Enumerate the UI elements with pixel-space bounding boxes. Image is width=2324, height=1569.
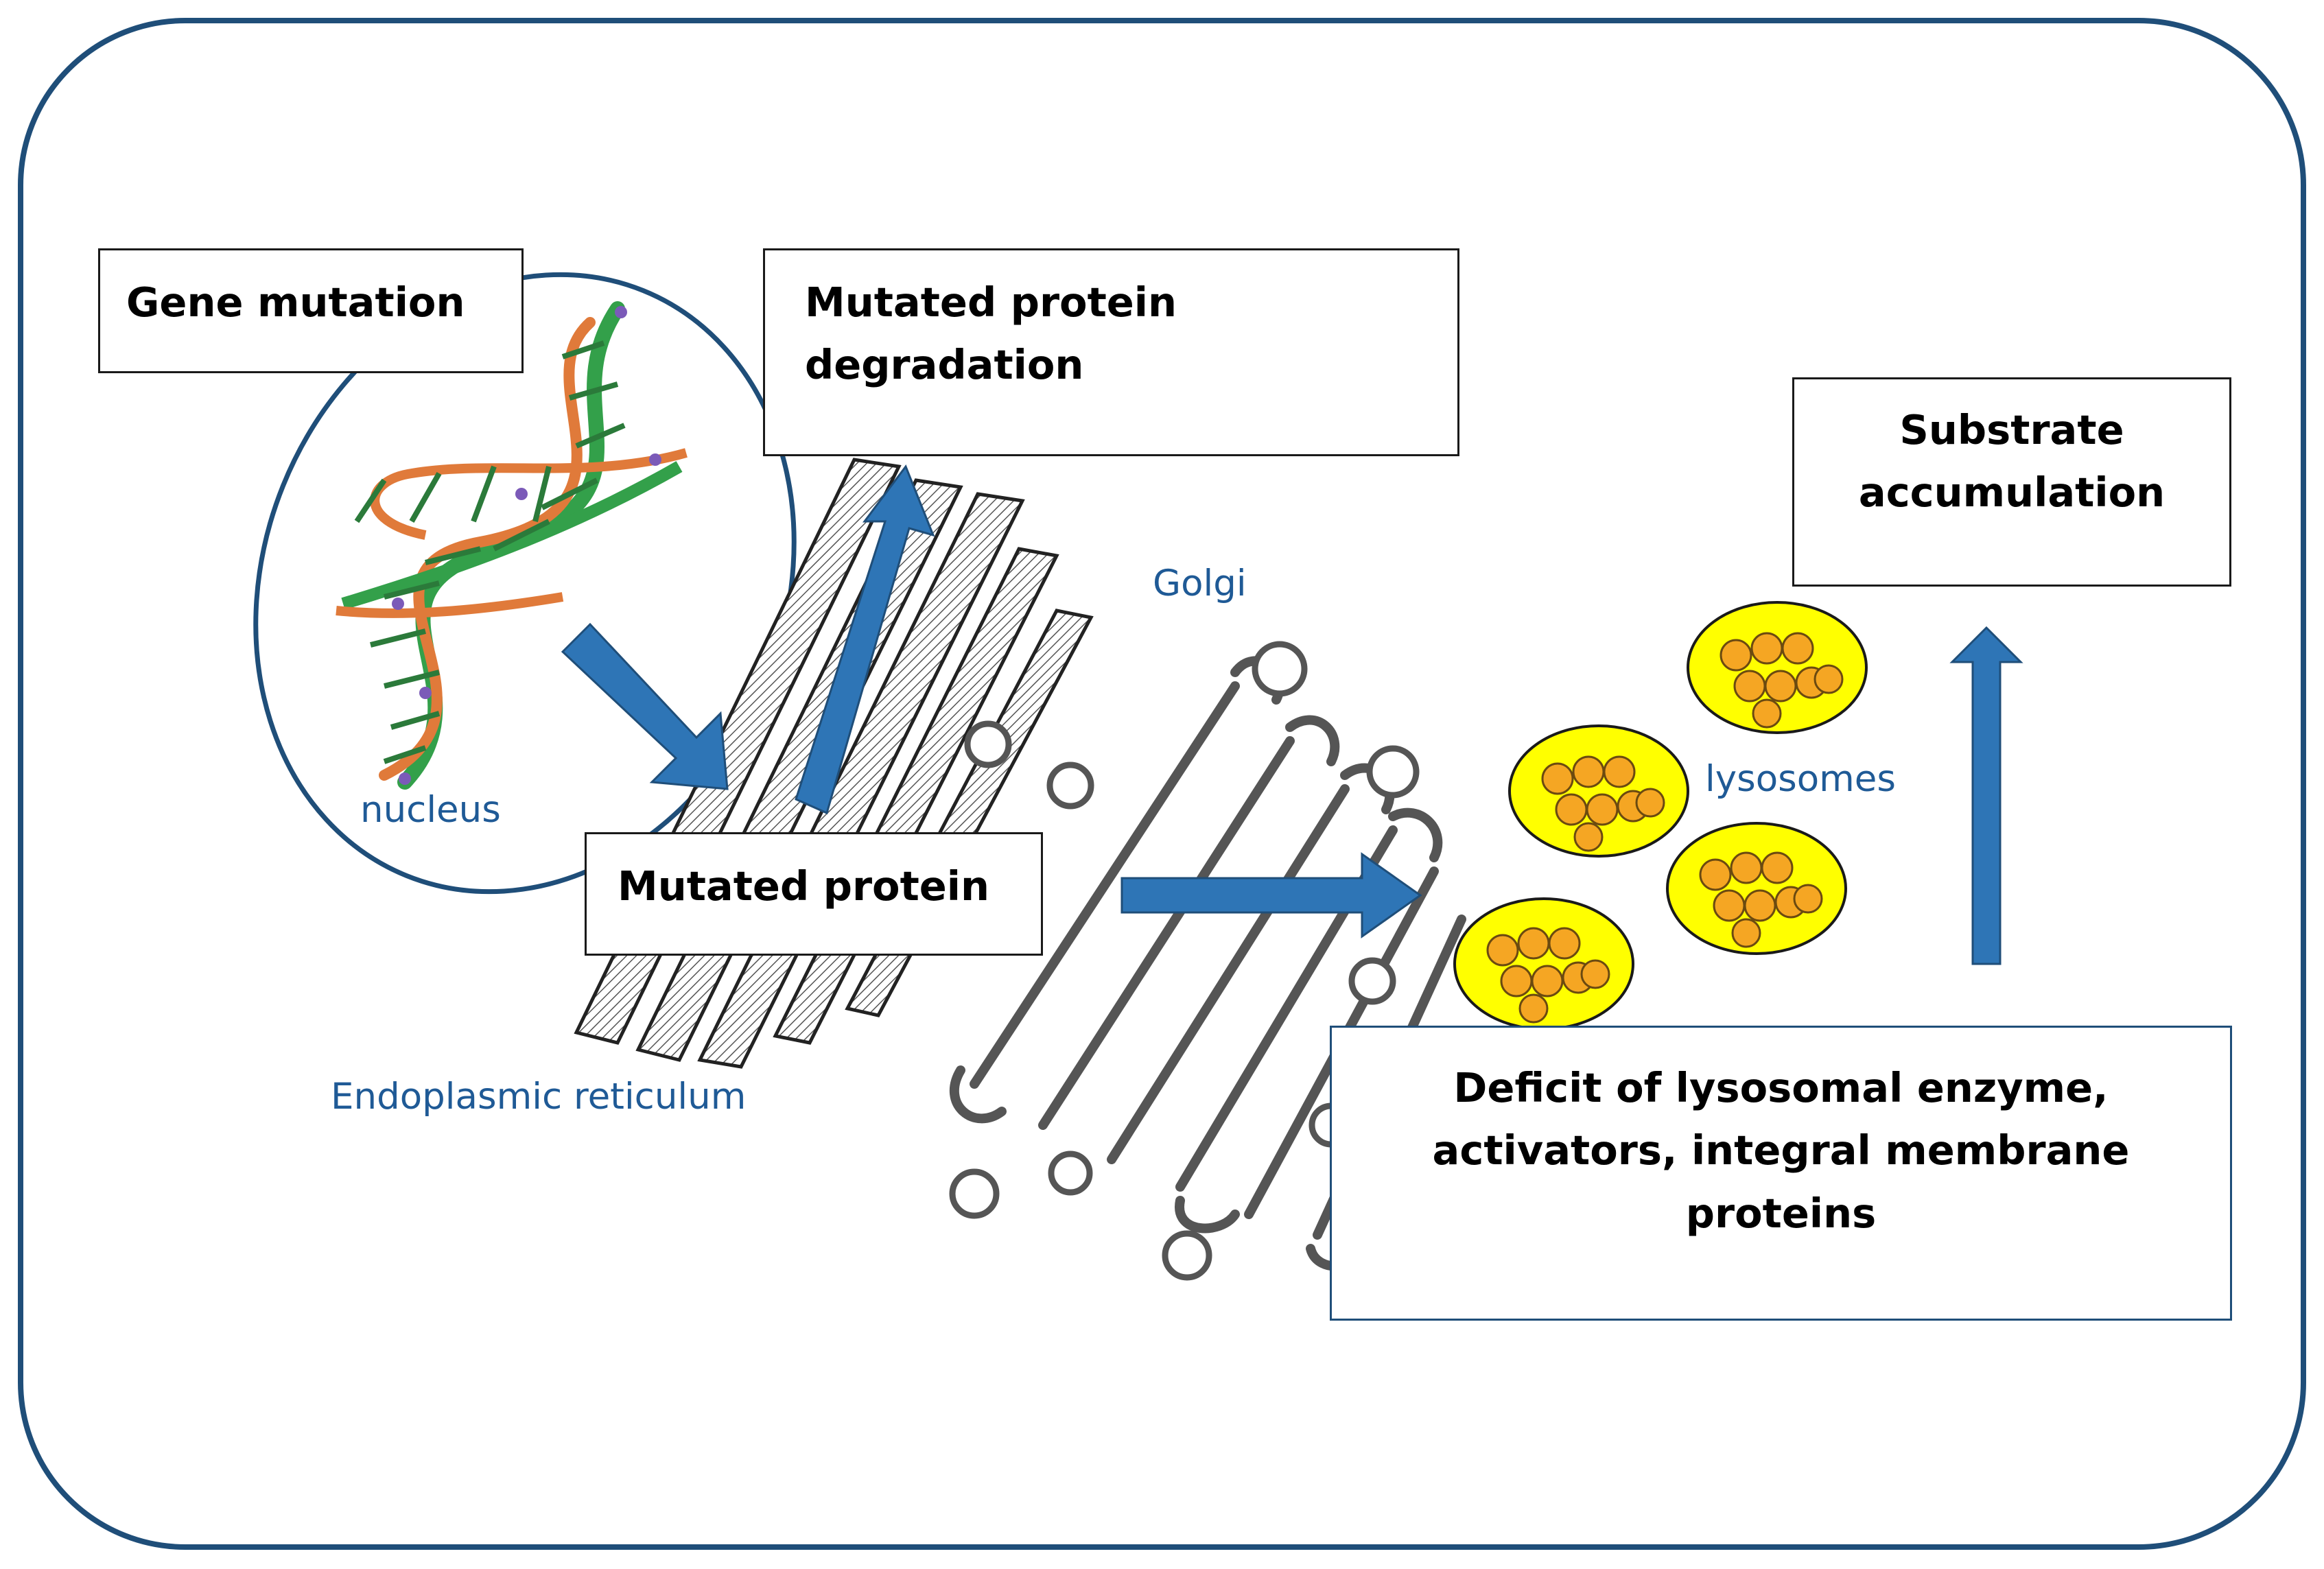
golgi-label: Golgi bbox=[1153, 563, 1247, 604]
substrate-accumulation-line-1: Substrate bbox=[1899, 406, 2124, 453]
lysosomes-label: lysosomes bbox=[1705, 758, 1897, 800]
nucleus-label: nucleus bbox=[360, 789, 501, 831]
gene-mutation-box: Gene mutation bbox=[98, 248, 524, 373]
lysosome bbox=[1508, 724, 1689, 858]
lysosome bbox=[1453, 897, 1634, 1030]
arrow-to-degradation bbox=[795, 464, 935, 815]
lysosome bbox=[1666, 822, 1847, 955]
mutated-protein-degradation-box: Mutated protein degradation bbox=[763, 248, 1459, 456]
deficit-box: Deficit of lysosomal enzyme, activators,… bbox=[1330, 1026, 2232, 1321]
arrow-to-substrate bbox=[1949, 626, 2023, 965]
lysosome bbox=[1687, 601, 1868, 734]
dna-helix-icon bbox=[336, 301, 688, 790]
mutated-protein-degradation-text: Mutated protein degradation bbox=[805, 279, 1177, 389]
gene-mutation-text: Gene mutation bbox=[126, 279, 465, 326]
deficit-line-1: Deficit of lysosomal enzyme, bbox=[1453, 1064, 2109, 1111]
substrate-accumulation-box: Substrate accumulation bbox=[1792, 377, 2231, 587]
mutated-protein-box: Mutated protein bbox=[585, 832, 1043, 956]
substrate-accumulation-line-2: accumulation bbox=[1858, 469, 2165, 517]
deficit-line-2: activators, integral membrane proteins bbox=[1432, 1126, 2130, 1237]
endoplasmic-reticulum-label: Endoplasmic reticulum bbox=[331, 1076, 747, 1118]
mutated-protein-text: Mutated protein bbox=[618, 862, 990, 910]
arrow-to-lysosomes bbox=[1120, 852, 1422, 939]
arrow-dna-to-er bbox=[561, 622, 729, 790]
